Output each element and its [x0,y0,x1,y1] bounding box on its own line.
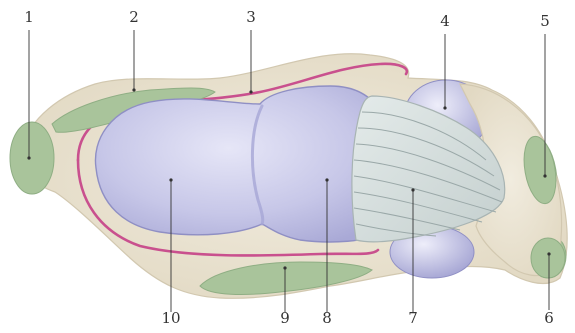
label-7: 7 [403,310,423,326]
label-1: 1 [19,9,39,25]
structure-6-overlay [531,238,565,278]
structure-1 [10,122,54,194]
cavity-10-8 [95,86,391,242]
label-5: 5 [535,13,555,29]
label-2: 2 [124,9,144,25]
label-4: 4 [435,13,455,29]
label-8: 8 [317,310,337,326]
label-9: 9 [275,310,295,326]
label-10: 10 [158,310,184,326]
label-3: 3 [241,9,261,25]
label-6: 6 [539,310,559,326]
